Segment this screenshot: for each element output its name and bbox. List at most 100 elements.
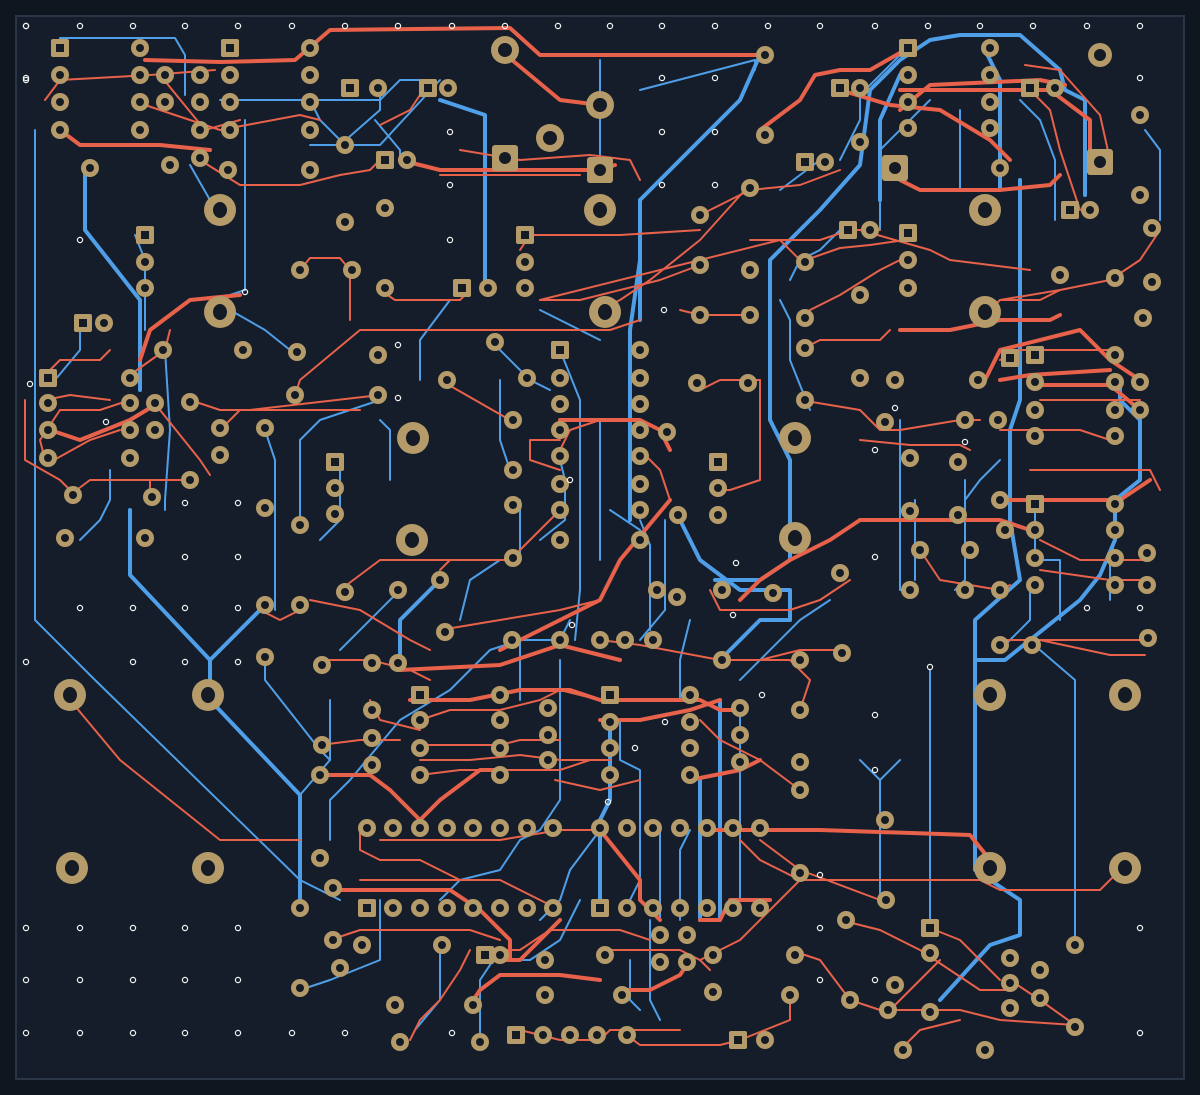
pad-drill: [1094, 156, 1106, 168]
pad-drill: [224, 166, 232, 174]
pad-drill: [394, 586, 402, 594]
via-hole: [181, 553, 189, 561]
pad-drill: [866, 226, 874, 234]
top-trace: [898, 173, 1062, 192]
pad-drill: [521, 284, 529, 292]
pad-drill: [126, 426, 134, 434]
via-hole: [871, 766, 879, 774]
via-hole: [1029, 22, 1037, 30]
via-hole: [241, 288, 249, 296]
bottom-trace: [83, 163, 142, 392]
pad-drill: [544, 731, 552, 739]
top-trace: [39, 399, 131, 461]
pad-drill: [469, 824, 477, 832]
via-hole: [1136, 74, 1144, 82]
pad-drill: [186, 398, 194, 406]
pad-drill: [606, 744, 614, 752]
pad-drill: [881, 816, 889, 824]
bottom-trace: [229, 309, 291, 351]
pad-drill: [1036, 966, 1044, 974]
pad-drill: [891, 376, 899, 384]
via-hole: [816, 976, 824, 984]
pad-drill: [636, 346, 644, 354]
pad-drill: [86, 164, 94, 172]
via-hole: [76, 22, 84, 30]
via-hole: [816, 871, 824, 879]
pad-drill: [239, 346, 247, 354]
pad-drill: [161, 71, 169, 79]
pad-drill: [136, 126, 144, 134]
pad-drill: [1031, 406, 1039, 414]
pad-drill: [341, 588, 349, 596]
bottom-trace: [1144, 129, 1161, 221]
pad-drill: [523, 904, 531, 912]
pad-drill: [329, 936, 337, 944]
pad-drill: [556, 536, 564, 544]
pad-drill: [696, 211, 704, 219]
pad-drill: [368, 761, 376, 769]
mounting-hole-drill: [978, 304, 992, 320]
bottom-trace: [649, 919, 661, 1021]
pad-drill: [761, 131, 769, 139]
top-trace: [58, 128, 212, 152]
pad-drill: [196, 71, 204, 79]
pad-drill: [856, 138, 864, 146]
via-hole: [658, 128, 666, 136]
pad-drill: [761, 1036, 769, 1044]
pad-drill: [196, 98, 204, 106]
pad-drill: [226, 126, 234, 134]
via-hole: [961, 438, 969, 446]
pad-drill: [729, 904, 737, 912]
top-trace: [759, 649, 841, 661]
mounting-hole-drill: [978, 202, 992, 218]
pad-drill: [1148, 224, 1156, 232]
via-hole: [394, 394, 402, 402]
via-hole: [926, 663, 934, 671]
bottom-trace: [1019, 99, 1056, 221]
pad-drill: [746, 311, 754, 319]
bottom-trace: [264, 429, 276, 611]
pad-drill: [649, 636, 657, 644]
pad-drill: [649, 824, 657, 832]
top-trace: [1029, 89, 1081, 211]
pad-drill: [981, 1046, 989, 1054]
pad-drill: [216, 451, 224, 459]
bottom-trace: [309, 79, 441, 146]
via-hole: [711, 22, 719, 30]
pad-drill: [141, 258, 149, 266]
pad-drill: [974, 376, 982, 384]
pad-drill: [718, 656, 726, 664]
pad-drill: [556, 346, 564, 354]
pad-drill: [1136, 191, 1144, 199]
bottom-trace: [678, 518, 792, 622]
pad-drill: [594, 164, 606, 176]
via-hole: [234, 22, 242, 30]
pad-drill: [656, 958, 664, 966]
via-hole: [758, 691, 766, 699]
pad-drill: [904, 44, 912, 52]
pad-drill: [389, 824, 397, 832]
pad-drill: [56, 126, 64, 134]
pad-drill: [714, 458, 722, 466]
pad-drill: [1031, 554, 1039, 562]
via-hole: [446, 236, 454, 244]
pad-drill: [606, 691, 614, 699]
pad-drill: [596, 824, 604, 832]
pad-drill: [709, 988, 717, 996]
pad-drill: [436, 576, 444, 584]
pad-drill: [100, 319, 108, 327]
pad-drill: [1031, 500, 1039, 508]
pad-drill: [226, 71, 234, 79]
pad-drill: [844, 226, 852, 234]
via-hole: [234, 499, 242, 507]
pad-drill: [801, 258, 809, 266]
via-hole: [76, 924, 84, 932]
mounting-hole-drill: [1118, 687, 1132, 703]
pad-drill: [566, 1031, 574, 1039]
pad-drill: [381, 156, 389, 164]
pad-drill: [226, 98, 234, 106]
mounting-hole-drill: [983, 687, 997, 703]
top-trace: [339, 559, 511, 591]
via-hole: [658, 181, 666, 189]
top-trace: [738, 518, 862, 602]
